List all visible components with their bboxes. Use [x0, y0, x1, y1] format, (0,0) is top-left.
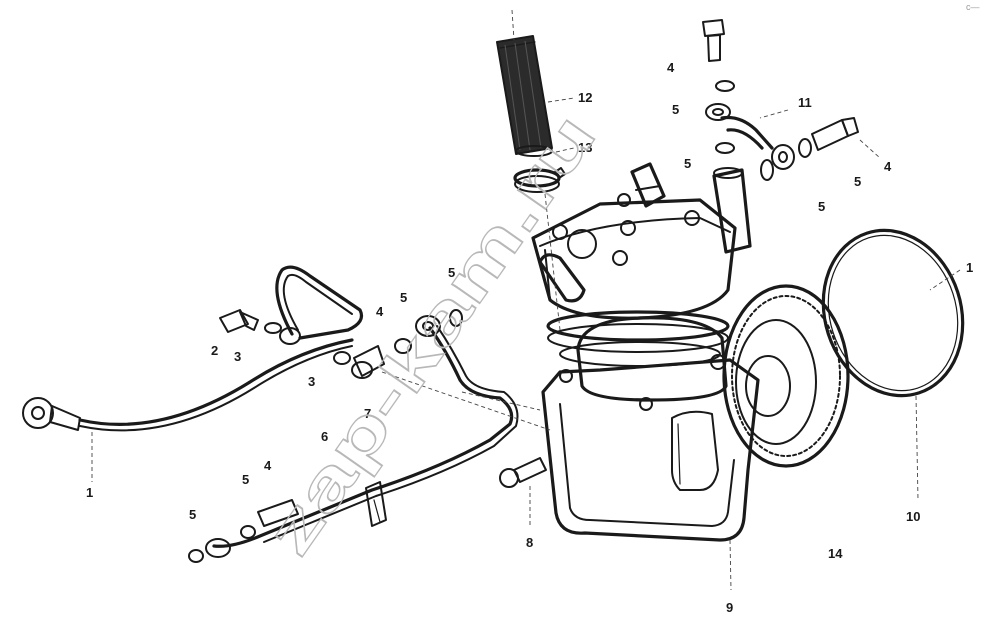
washers-top	[715, 80, 812, 181]
callout-5-g: 5	[242, 472, 249, 487]
leader-lines	[91, 9, 961, 591]
callout-5-b: 5	[684, 156, 691, 171]
part-9-compressor	[531, 162, 850, 542]
callout-4-mid: 4	[376, 304, 384, 319]
banjo-bolt-right	[811, 117, 859, 151]
callout-labels: 1 1 2 3 3 4 4 4 4 5 5 5 5 5 5 5 5 6 7 8 …	[86, 60, 973, 615]
callout-4-right: 4	[884, 159, 892, 174]
part-1-hose	[22, 338, 354, 432]
watermark: zap-kam.ru	[252, 100, 611, 569]
drive-gear	[722, 284, 850, 468]
callout-12: 12	[578, 90, 592, 105]
part-13-hose-clamp	[513, 167, 566, 193]
part-11-pipe-fitting	[705, 103, 795, 170]
callout-3-lower: 3	[308, 374, 315, 389]
part-12-intake-hose	[496, 35, 553, 157]
callout-11: 11	[798, 95, 812, 110]
callout-4-top: 4	[667, 60, 675, 75]
corner-mark: c—	[966, 2, 980, 12]
callout-9: 9	[726, 600, 733, 615]
callout-1-hose: 1	[86, 485, 93, 500]
head-bolts	[552, 193, 700, 266]
callout-5-h: 5	[189, 507, 196, 522]
callout-1-ring: 1	[966, 260, 973, 275]
watermark-text: zap-kam.ru	[252, 101, 609, 568]
callout-14: 14	[828, 546, 843, 561]
callout-8: 8	[526, 535, 533, 550]
callout-6: 6	[321, 429, 328, 444]
callout-5-a: 5	[672, 102, 679, 117]
callout-4-low: 4	[264, 458, 272, 473]
callout-5-f: 5	[400, 290, 407, 305]
part-10-o-ring	[821, 228, 965, 398]
callout-2: 2	[211, 343, 218, 358]
callout-3-upper: 3	[234, 349, 241, 364]
callout-5-d: 5	[818, 199, 825, 214]
part-8-bolt	[499, 457, 547, 488]
callout-10: 10	[906, 509, 920, 524]
union-fittings	[188, 309, 463, 563]
part-2-bent-pipe	[219, 265, 364, 345]
callout-5-c: 5	[854, 174, 861, 189]
callout-13: 13	[578, 140, 592, 155]
callout-7: 7	[364, 406, 371, 421]
part-7-long-pipe	[205, 315, 519, 558]
banjo-bolt-top	[702, 19, 725, 62]
callout-5-e: 5	[448, 265, 455, 280]
